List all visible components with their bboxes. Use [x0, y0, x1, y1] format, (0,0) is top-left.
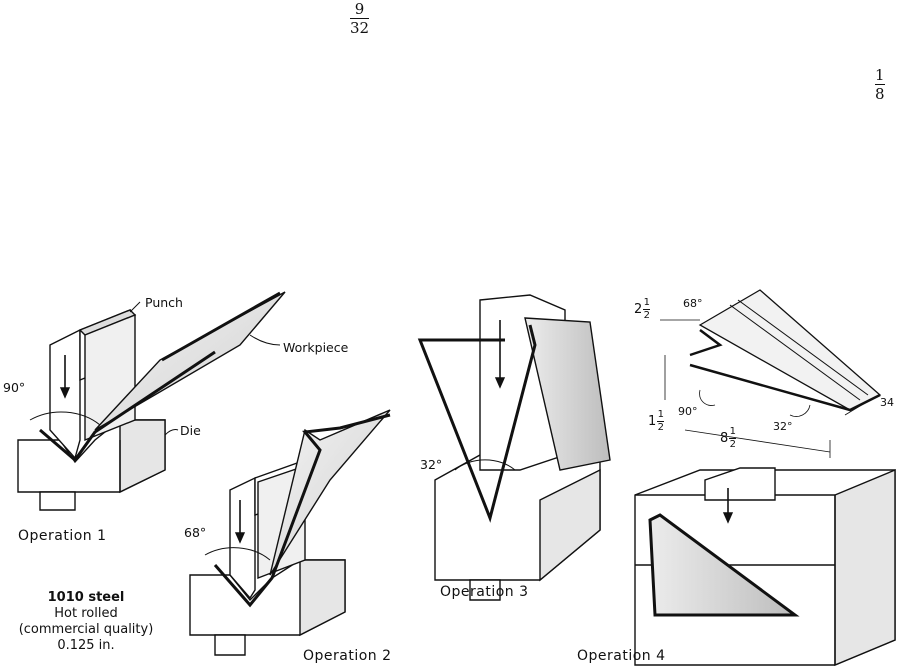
- dimension-whole: 1: [648, 414, 656, 429]
- fraction-denominator: 2: [658, 423, 664, 433]
- fraction-numerator: 1: [644, 298, 650, 308]
- part-angle-90-label: 90°: [678, 405, 698, 418]
- angle-32-label: 32°: [420, 457, 442, 472]
- angle-90-label: 90°: [3, 380, 25, 395]
- dimension-fraction: 1 2: [657, 410, 664, 433]
- operation-2-drawing: [190, 410, 390, 655]
- operation-1-drawing: [18, 292, 285, 510]
- operation-4-drawing: [635, 468, 895, 665]
- finished-part-drawing: [660, 290, 880, 458]
- punch-label: Punch: [145, 295, 183, 310]
- die-label: Die: [180, 423, 201, 438]
- fraction-numerator: 1: [658, 410, 664, 420]
- operation-3-drawing: [420, 295, 610, 600]
- dimension-whole: 2: [634, 302, 642, 317]
- fraction-denominator: 2: [730, 440, 736, 450]
- workpiece-label: Workpiece: [283, 340, 348, 355]
- operation-4-caption: Operation 4: [577, 648, 666, 664]
- angle-68-label: 68°: [184, 525, 206, 540]
- material-quality: (commercial quality): [6, 622, 166, 638]
- part-angle-32-label: 32°: [773, 420, 793, 433]
- dimension-fraction: 1 2: [643, 298, 650, 321]
- punch-3: [480, 295, 610, 470]
- material-thickness: 0.125 in.: [6, 638, 166, 654]
- dimension-whole: 8: [720, 431, 728, 446]
- dimension-8-1-2: 8 1 2: [720, 427, 736, 450]
- dimension-1-1-2: 1 1 2: [648, 410, 664, 433]
- operation-1-caption: Operation 1: [18, 528, 107, 544]
- fraction-denominator: 2: [644, 311, 650, 321]
- part-angle-68-label: 68°: [683, 297, 703, 310]
- fraction-numerator: 1: [730, 427, 736, 437]
- die-3: [435, 455, 600, 600]
- operation-2-caption: Operation 2: [303, 648, 392, 664]
- dimension-fraction: 1 2: [729, 427, 736, 450]
- operation-3-caption: Operation 3: [440, 584, 529, 600]
- dimension-2-1-2: 2 1 2: [634, 298, 650, 321]
- part-dimension-34-label: 34: [880, 396, 894, 409]
- material-process: Hot rolled: [6, 606, 166, 622]
- material-grade: 1010 steel: [6, 590, 166, 606]
- material-spec: 1010 steel Hot rolled (commercial qualit…: [6, 590, 166, 654]
